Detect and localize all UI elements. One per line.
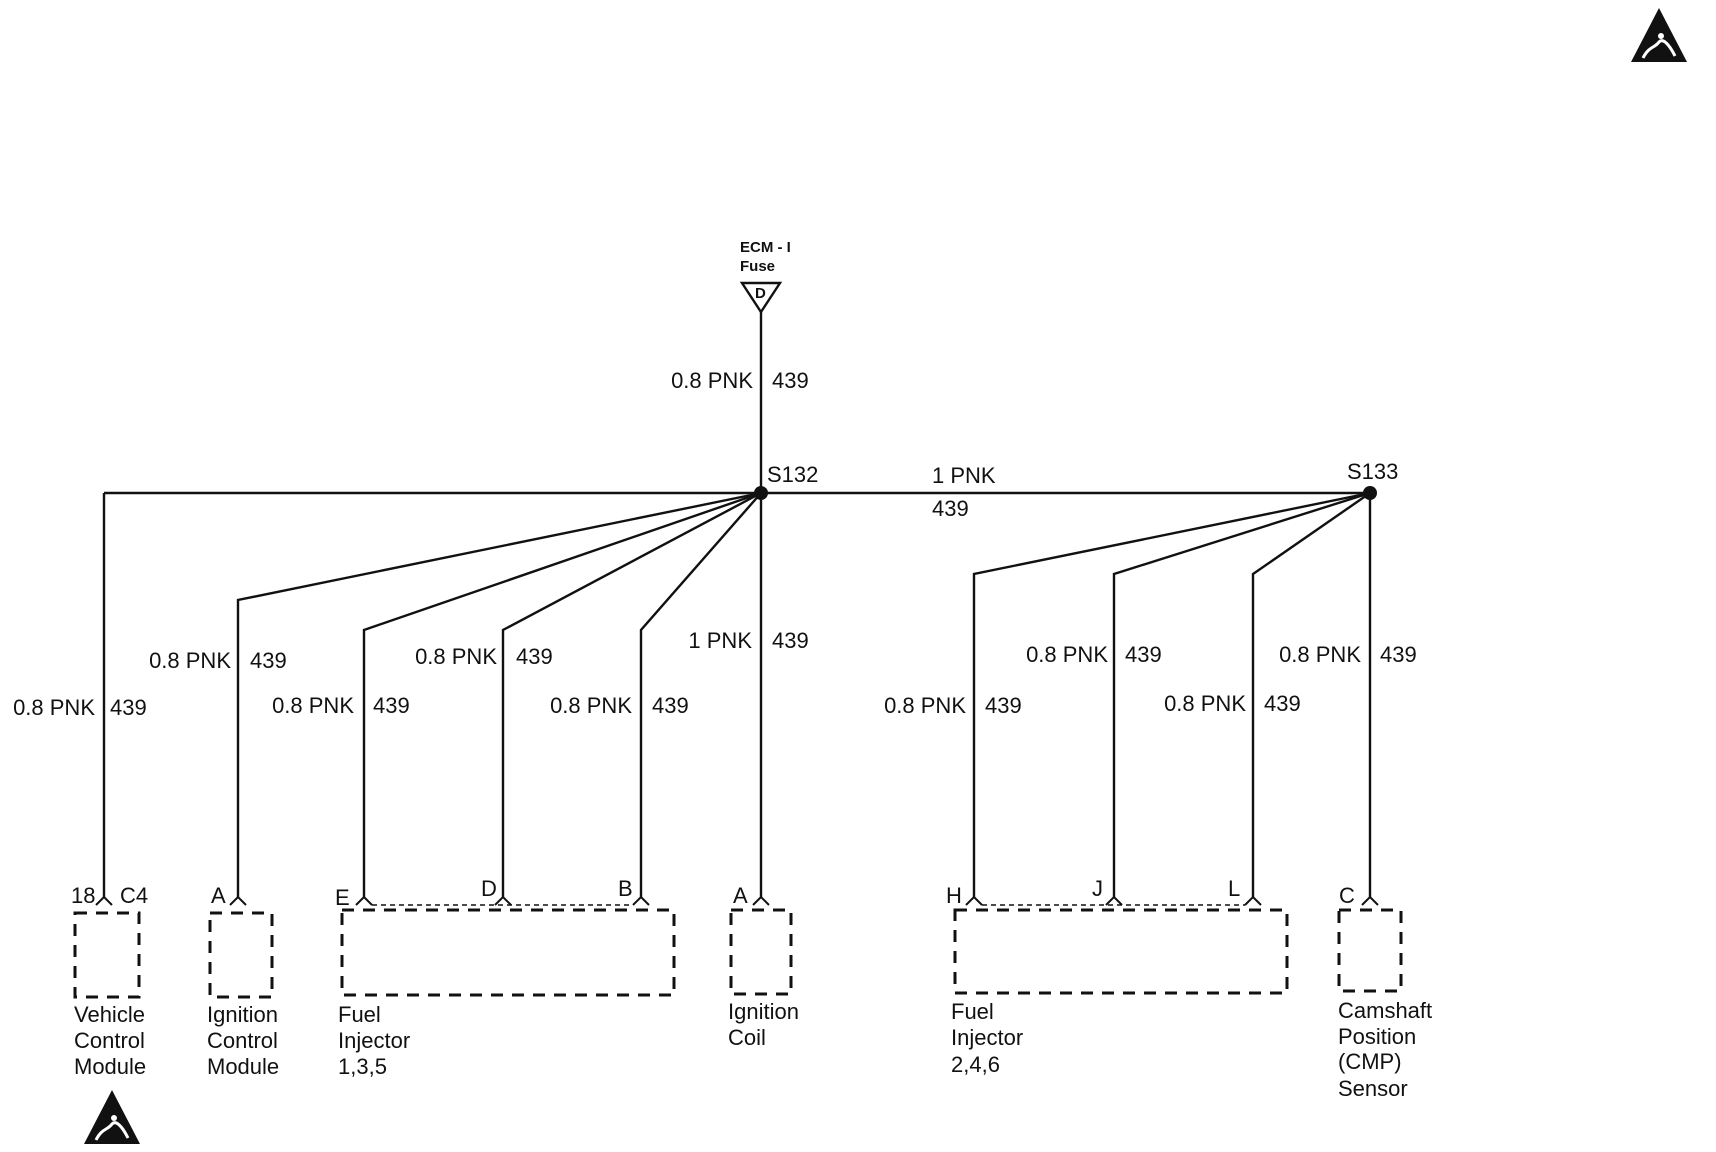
pin-label: A [733, 883, 748, 908]
injector-246-h-wire: 0.8 PNK 439 [884, 491, 1371, 897]
pin-label: B [618, 876, 633, 901]
fuel-injector-135-box [340, 908, 676, 997]
fuse-type: Fuse [740, 258, 775, 275]
splice-label: S133 [1347, 459, 1398, 484]
wire-size: 0.8 PNK [1279, 642, 1361, 667]
wire-size: 0.8 PNK [13, 695, 95, 720]
injector-246-l-wire: 0.8 PNK 439 [1164, 492, 1371, 897]
wire-circuit: 439 [1380, 642, 1417, 667]
wire-circuit: 439 [110, 695, 147, 720]
esd-warning-icon [1631, 8, 1687, 62]
pin-label: L [1228, 876, 1240, 901]
pin-label: H [946, 883, 962, 908]
cmp-sensor-box [1337, 908, 1403, 993]
svg-text:Module: Module [74, 1054, 146, 1079]
fuel-injector-246-box [953, 908, 1289, 995]
wire-circuit: 439 [772, 368, 809, 393]
svg-text:Ignition: Ignition [728, 999, 799, 1024]
svg-text:Injector: Injector [951, 1025, 1023, 1050]
vcm-label: Vehicle Control Module [74, 1002, 146, 1079]
injector-135-b-wire: 0.8 PNK 439 [550, 492, 762, 897]
wire-size: 0.8 PNK [884, 693, 966, 718]
main-bus-wire: 1 PNK 439 [104, 463, 1370, 521]
coil-wire: 1 PNK 439 [688, 493, 809, 897]
svg-text:Vehicle: Vehicle [74, 1002, 145, 1027]
pin-label: 18 [71, 883, 95, 908]
svg-text:1,3,5: 1,3,5 [338, 1054, 387, 1079]
icm-label: Ignition Control Module [207, 1002, 279, 1079]
svg-text:Camshaft: Camshaft [1338, 998, 1432, 1023]
pin-label: J [1092, 876, 1103, 901]
svg-text:Fuel: Fuel [338, 1002, 381, 1027]
cmp-wire: 0.8 PNK 439 [1279, 493, 1417, 897]
wire-size: 1 PNK [932, 463, 996, 488]
svg-text:Fuel: Fuel [951, 999, 994, 1024]
fuse-name: ECM - I [740, 239, 791, 256]
svg-text:Ignition: Ignition [207, 1002, 278, 1027]
injector-246-j-wire: 0.8 PNK 439 [1026, 491, 1371, 897]
connector-label: C4 [120, 883, 148, 908]
wire-circuit: 439 [250, 648, 287, 673]
wire-size: 0.8 PNK [671, 368, 753, 393]
wire-circuit: 439 [985, 693, 1022, 718]
feed-wire: 0.8 PNK 439 [671, 312, 809, 493]
wire-size: 0.8 PNK [415, 644, 497, 669]
wire-size: 0.8 PNK [1026, 642, 1108, 667]
wire-circuit: 439 [652, 693, 689, 718]
fuel-injector-135-label: Fuel Injector 1,3,5 [338, 1002, 410, 1079]
ignition-coil-label: Ignition Coil [728, 999, 799, 1050]
wire-circuit: 439 [1125, 642, 1162, 667]
wire-size: 0.8 PNK [1164, 691, 1246, 716]
wire-size: 0.8 PNK [272, 693, 354, 718]
splice-s132: S132 [754, 462, 818, 500]
icm-box [208, 911, 274, 999]
svg-text:Sensor: Sensor [1338, 1076, 1408, 1101]
ignition-coil-box [729, 908, 793, 996]
svg-text:Module: Module [207, 1054, 279, 1079]
connector-terminals [95, 895, 1379, 906]
injector-135-d-wire: 0.8 PNK 439 [415, 491, 762, 897]
wire-circuit: 439 [1264, 691, 1301, 716]
svg-text:Control: Control [207, 1028, 278, 1053]
icm-wire: 0.8 PNK 439 [149, 491, 762, 897]
pin-label: E [335, 885, 350, 910]
vcm-box [73, 911, 141, 999]
wire-size: 0.8 PNK [149, 648, 231, 673]
wire-size: 0.8 PNK [550, 693, 632, 718]
injector-135-e-wire: 0.8 PNK 439 [272, 491, 762, 897]
cmp-sensor-label: Camshaft Position (CMP) Sensor [1338, 998, 1432, 1101]
svg-text:Coil: Coil [728, 1025, 766, 1050]
esd-warning-icon [84, 1090, 140, 1144]
ecm-i-fuse: ECM - I Fuse D [739, 239, 791, 315]
wire-circuit: 439 [516, 644, 553, 669]
wire-circuit: 439 [932, 496, 969, 521]
vcm-wire: 0.8 PNK 439 [13, 493, 147, 897]
wire-circuit: 439 [373, 693, 410, 718]
wire-circuit: 439 [772, 628, 809, 653]
svg-text:Control: Control [74, 1028, 145, 1053]
pin-label: D [481, 876, 497, 901]
svg-text:2,4,6: 2,4,6 [951, 1052, 1000, 1077]
svg-text:(CMP): (CMP) [1338, 1049, 1402, 1074]
pin-label: C [1339, 883, 1355, 908]
fuse-letter: D [755, 285, 766, 302]
wire-size: 1 PNK [688, 628, 752, 653]
splice-label: S132 [767, 462, 818, 487]
pin-label: A [211, 883, 226, 908]
svg-text:Injector: Injector [338, 1028, 410, 1053]
fuel-injector-246-label: Fuel Injector 2,4,6 [951, 999, 1023, 1077]
svg-text:Position: Position [1338, 1024, 1416, 1049]
